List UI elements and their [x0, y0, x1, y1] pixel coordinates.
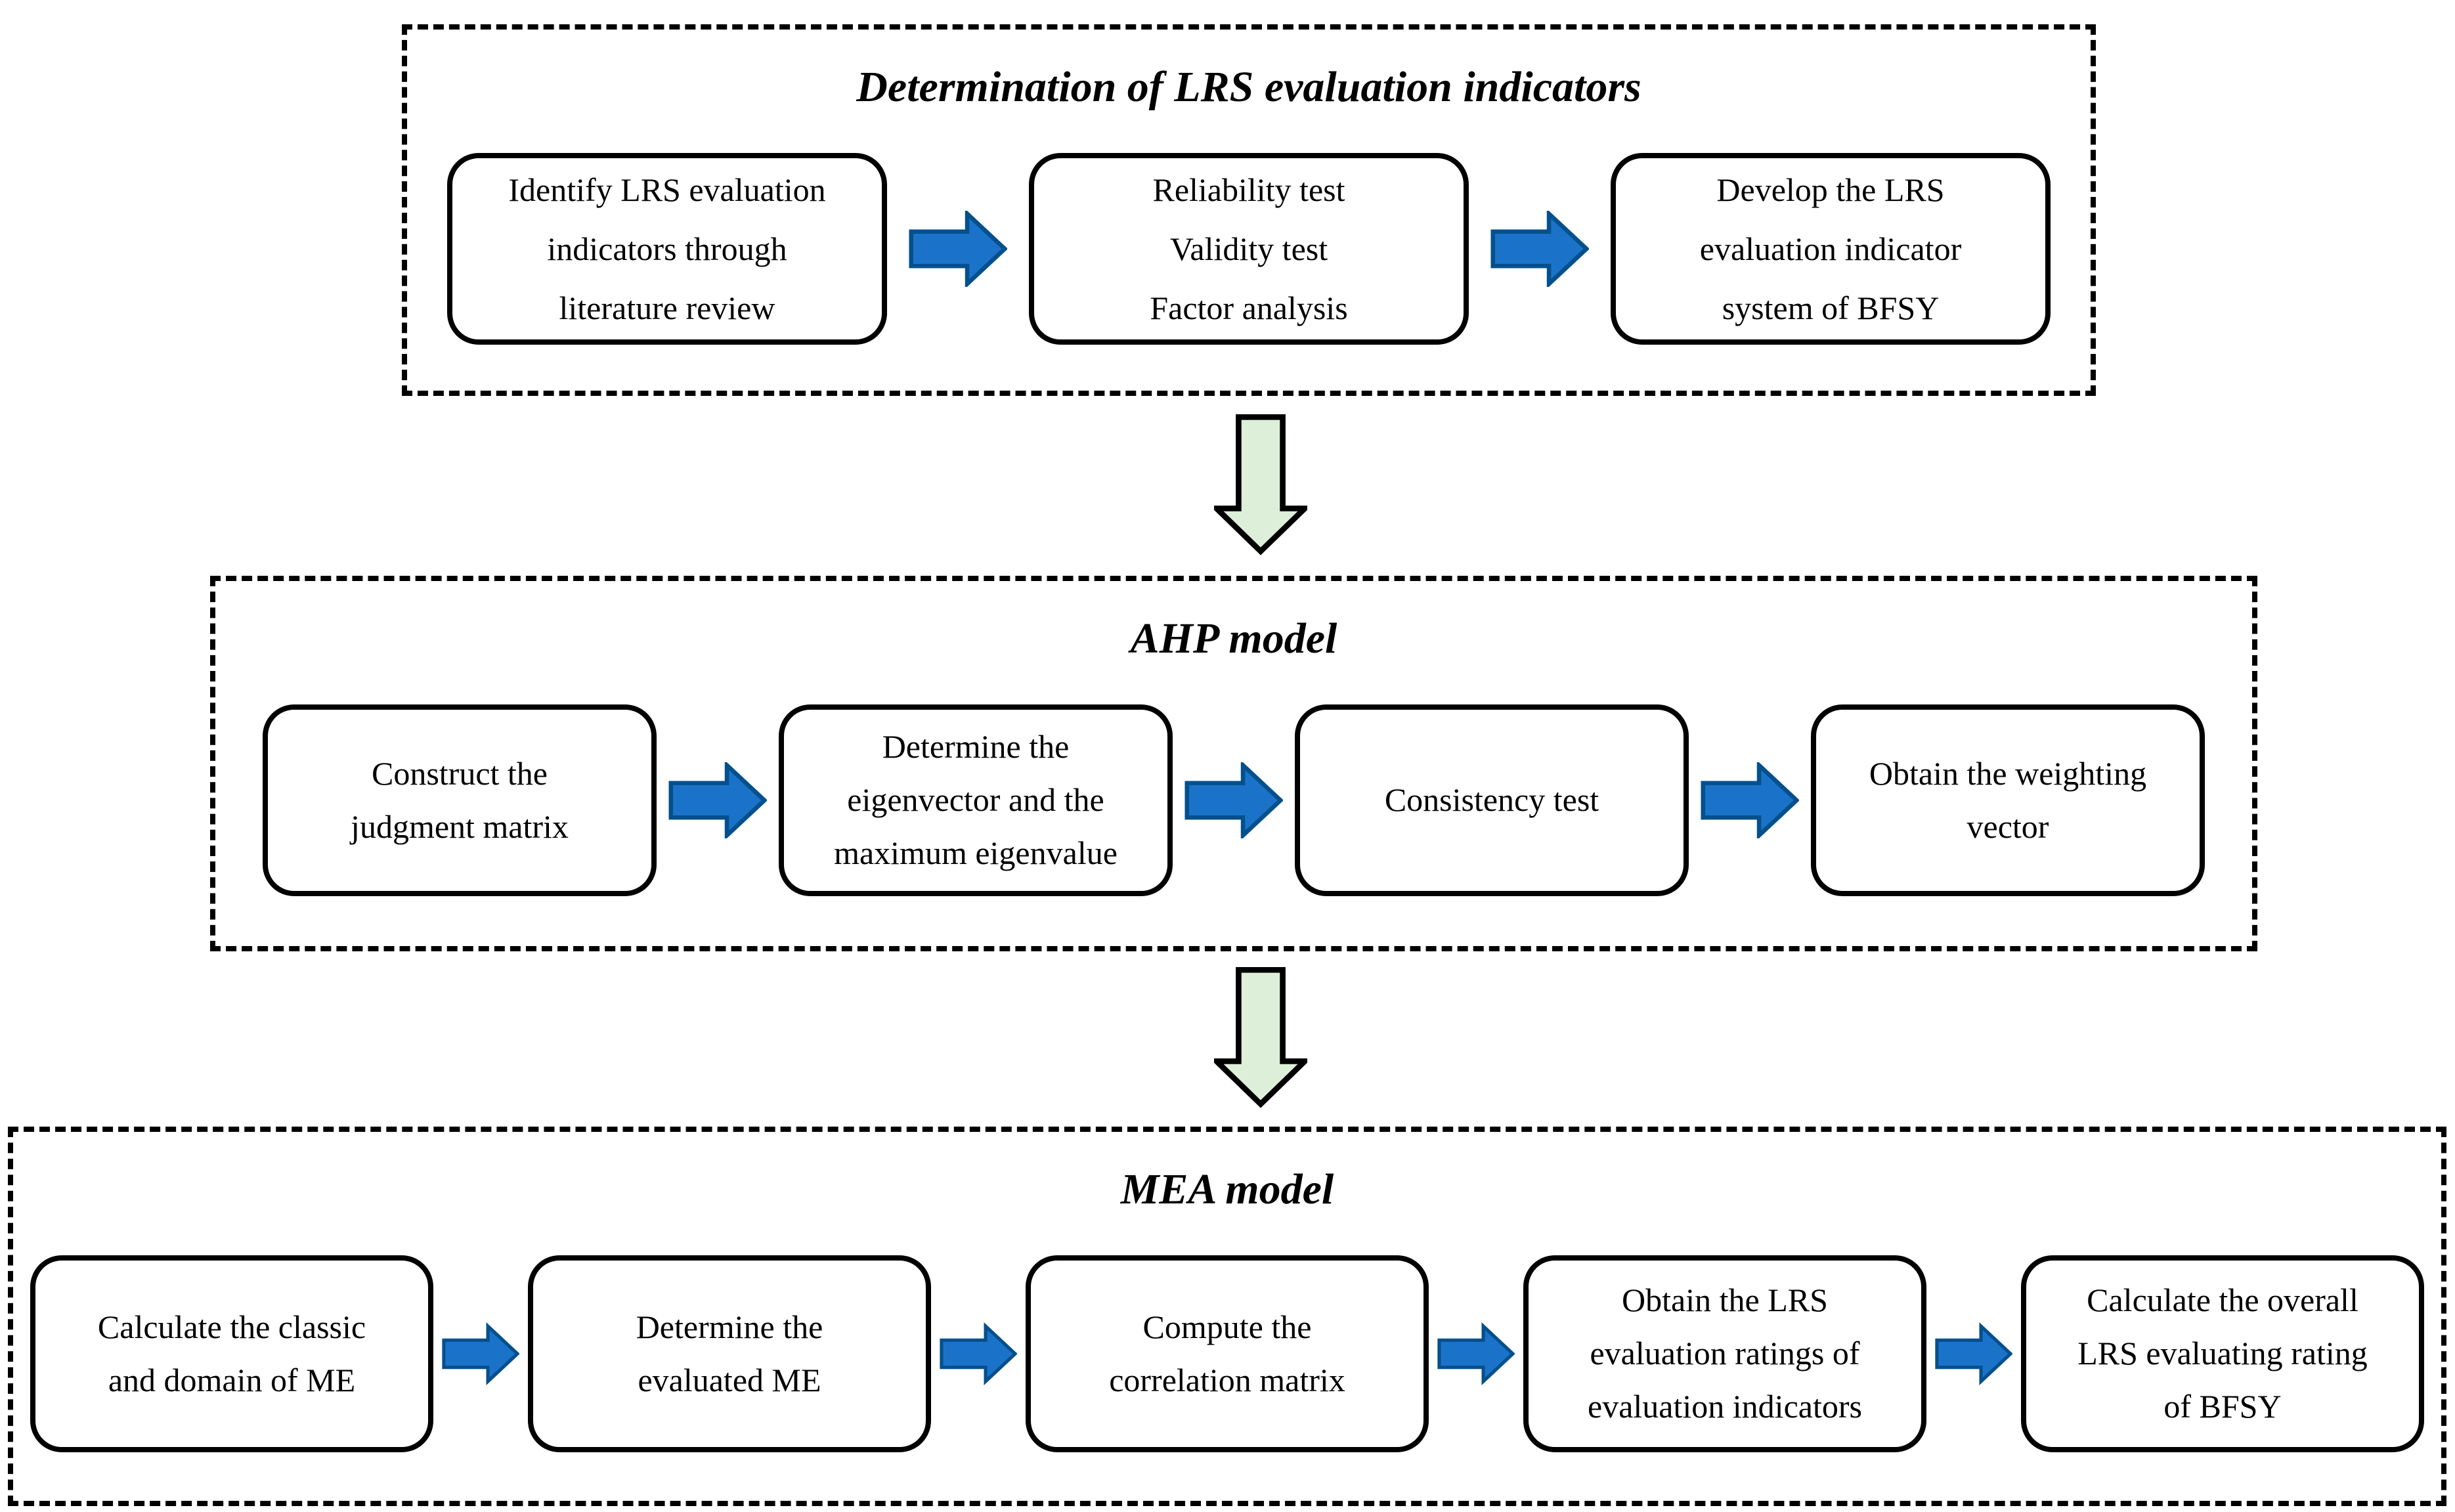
arrow-down-icon: [1214, 412, 1307, 555]
step-determine-evaluated-me: Determine the evaluated ME: [528, 1255, 931, 1452]
step-determine-eigenvector: Determine the eigenvector and the maximu…: [779, 704, 1173, 896]
step-calculate-classic-domain: Calculate the classic and domain of ME: [30, 1255, 433, 1452]
step-develop-indicator-system: Develop the LRS evaluation indicator sys…: [1611, 152, 2051, 345]
arrow-right-icon: [1490, 210, 1589, 287]
step-construct-judgment-matrix: Construct the judgment matrix: [263, 704, 657, 896]
arrow-right-icon: [1935, 1322, 2012, 1385]
arrow-right-icon: [909, 210, 1007, 287]
section-title: AHP model: [1130, 615, 1337, 662]
step-calculate-overall-rating: Calculate the overall LRS evaluating rat…: [2021, 1255, 2424, 1452]
section-title: MEA model: [1120, 1165, 1334, 1213]
arrow-right-icon: [940, 1322, 1017, 1385]
step-row: Identify LRS evaluation indicators throu…: [407, 152, 2091, 345]
arrow-down-icon: [1214, 965, 1307, 1108]
step-consistency-test: Consistency test: [1295, 704, 1689, 896]
step-reliability-validity-factor: Reliability test Validity test Factor an…: [1029, 152, 1469, 345]
step-obtain-evaluation-ratings: Obtain the LRS evaluation ratings of eva…: [1523, 1255, 1926, 1452]
arrow-right-icon: [1701, 762, 1799, 838]
step-identify-indicators: Identify LRS evaluation indicators throu…: [447, 152, 887, 345]
step-obtain-weighting-vector: Obtain the weighting vector: [1811, 704, 2205, 896]
step-row: Construct the judgment matrix Determine …: [215, 704, 2252, 896]
arrow-right-icon: [442, 1322, 519, 1385]
arrow-right-icon: [1184, 762, 1283, 838]
section-ahp-model: AHP model Construct the judgment matrix …: [210, 576, 2257, 951]
section-mea-model: MEA model Calculate the classic and doma…: [8, 1127, 2446, 1506]
section-lrs-indicators: Determination of LRS evaluation indicato…: [402, 24, 2096, 396]
arrow-right-icon: [1437, 1322, 1515, 1385]
step-row: Calculate the classic and domain of ME D…: [13, 1255, 2441, 1452]
section-title: Determination of LRS evaluation indicato…: [856, 63, 1641, 111]
arrow-right-icon: [668, 762, 767, 838]
step-compute-correlation-matrix: Compute the correlation matrix: [1026, 1255, 1429, 1452]
